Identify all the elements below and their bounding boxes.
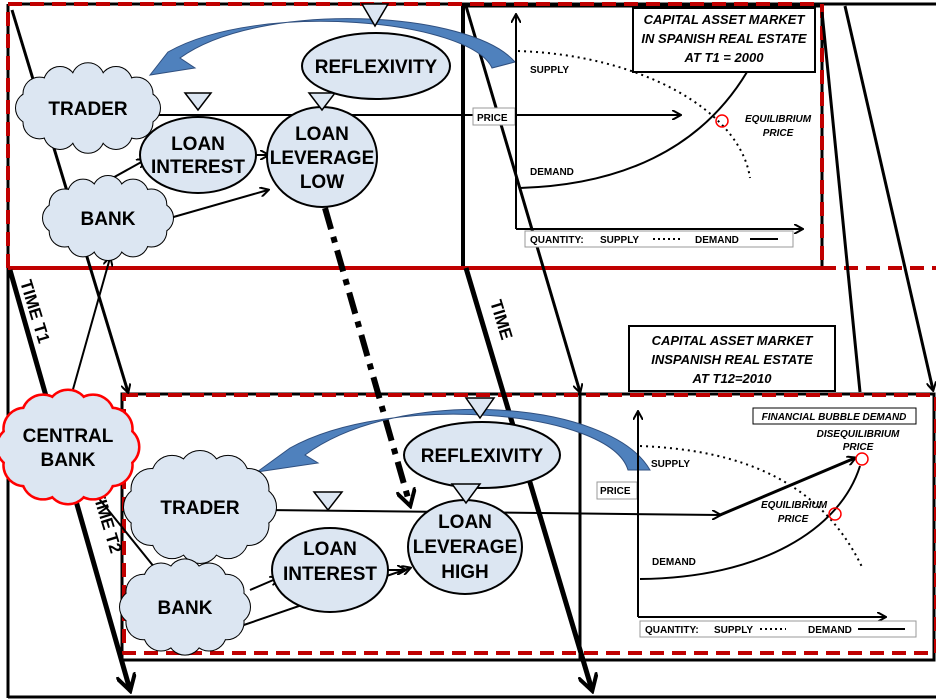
- loan-leverage-text: LOW: [300, 172, 344, 193]
- t2-chart: CAPITAL ASSET MARKET INSPANISH REAL ESTA…: [596, 325, 917, 638]
- triangle-icon: [307, 92, 337, 112]
- demand-label: DEMAND: [530, 167, 574, 178]
- loan-interest-text: LOAN: [303, 539, 357, 560]
- loan-leverage-text: LOAN: [295, 124, 349, 145]
- chart-title: INSPANISH REAL ESTATE: [651, 352, 813, 367]
- chart-title: AT T1 = 2000: [684, 50, 765, 65]
- loan-leverage-text: LOAN: [438, 512, 492, 533]
- equilibrium-label: EQUILIBRIUM: [745, 114, 812, 125]
- reflexivity-text: REFLEXIVITY: [315, 57, 438, 78]
- legend-supply: SUPPLY: [714, 625, 753, 636]
- triangle-icon: [450, 483, 482, 505]
- demand-label: DEMAND: [652, 557, 696, 568]
- triangle-icon: [360, 3, 390, 28]
- t2-reflexivity-arrow: [256, 408, 651, 473]
- loan-leverage-text: LEVERAGE: [413, 537, 518, 558]
- price-label: PRICE: [600, 486, 631, 497]
- t1-bank-cloud-text: BANK: [81, 209, 136, 230]
- chart-title: AT T12=2010: [692, 371, 773, 386]
- equilibrium-label: PRICE: [763, 128, 794, 139]
- frames: [6, 2, 936, 699]
- t1-trader-cloud-text: TRADER: [48, 99, 127, 120]
- t1-reflexivity: REFLEXIVITY: [301, 3, 451, 100]
- equilibrium-label: PRICE: [778, 514, 809, 525]
- t1-reflexivity-arrow: [148, 18, 516, 76]
- t2-loan-interest: LOAN INTEREST: [271, 491, 389, 613]
- chart-title: CAPITAL ASSET MARKET: [644, 12, 806, 27]
- loan-leverage-text: LEVERAGE: [270, 148, 375, 169]
- demand-curve: [639, 465, 861, 580]
- t2-reflexivity: REFLEXIVITY: [403, 397, 561, 505]
- t2-trader-cloud-text: TRADER: [160, 498, 239, 519]
- t1-trader-cloud: TRADER: [15, 62, 161, 154]
- disequilibrium-label: PRICE: [843, 442, 874, 453]
- equilibrium-marker: [828, 507, 842, 521]
- t2-bank-cloud-text: BANK: [158, 598, 213, 619]
- time-label: TIME: [486, 298, 516, 342]
- chart-title: CAPITAL ASSET MARKET: [652, 333, 814, 348]
- t1-bank-cloud: BANK: [42, 175, 174, 261]
- bubble-label: FINANCIAL BUBBLE DEMAND: [762, 412, 907, 423]
- equilibrium-marker: [715, 114, 729, 128]
- supply-label: SUPPLY: [651, 459, 690, 470]
- t1-loan-leverage: LOAN LEVERAGE LOW: [266, 92, 378, 208]
- disequilibrium-marker: [855, 452, 869, 466]
- triangle-icon: [312, 491, 344, 512]
- t1-loan-interest: LOAN INTEREST: [139, 92, 257, 194]
- legend-supply: SUPPLY: [600, 235, 639, 246]
- leverage-transition-arrow: [322, 207, 410, 505]
- t2-dashed-border: [122, 393, 936, 655]
- supply-curve: [639, 445, 863, 568]
- legend-quantity: QUANTITY:: [530, 235, 584, 246]
- t2-loan-leverage: LOAN LEVERAGE HIGH: [407, 499, 523, 595]
- central-bank-cloud: CENTRAL BANK: [0, 388, 141, 506]
- legend-demand: DEMAND: [808, 625, 852, 636]
- demand-curve: [519, 71, 748, 189]
- loan-leverage-text: HIGH: [441, 562, 489, 583]
- disequilibrium-label: DISEQUILIBRIUM: [817, 429, 900, 440]
- loan-interest-text: INTEREST: [151, 157, 245, 178]
- central-bank-cloud-text: BANK: [41, 450, 96, 471]
- triangle-icon: [183, 92, 213, 112]
- legend-demand: DEMAND: [695, 235, 739, 246]
- triangle-icon: [464, 397, 496, 420]
- central-bank-cloud-text: CENTRAL: [23, 426, 114, 447]
- legend-quantity: QUANTITY:: [645, 625, 699, 636]
- t2-trader-cloud: TRADER: [123, 450, 277, 564]
- t1-chart: CAPITAL ASSET MARKET IN SPANISH REAL EST…: [472, 7, 816, 248]
- loan-interest-text: INTEREST: [283, 564, 377, 585]
- price-label: PRICE: [477, 113, 508, 124]
- chart-title: IN SPANISH REAL ESTATE: [641, 31, 806, 46]
- t2-bank-cloud: BANK: [119, 558, 251, 656]
- supply-label: SUPPLY: [530, 65, 569, 76]
- reflexivity-text: REFLEXIVITY: [421, 446, 544, 467]
- loan-interest-text: LOAN: [171, 134, 225, 155]
- equilibrium-label: EQUILIBRIUM: [761, 500, 828, 511]
